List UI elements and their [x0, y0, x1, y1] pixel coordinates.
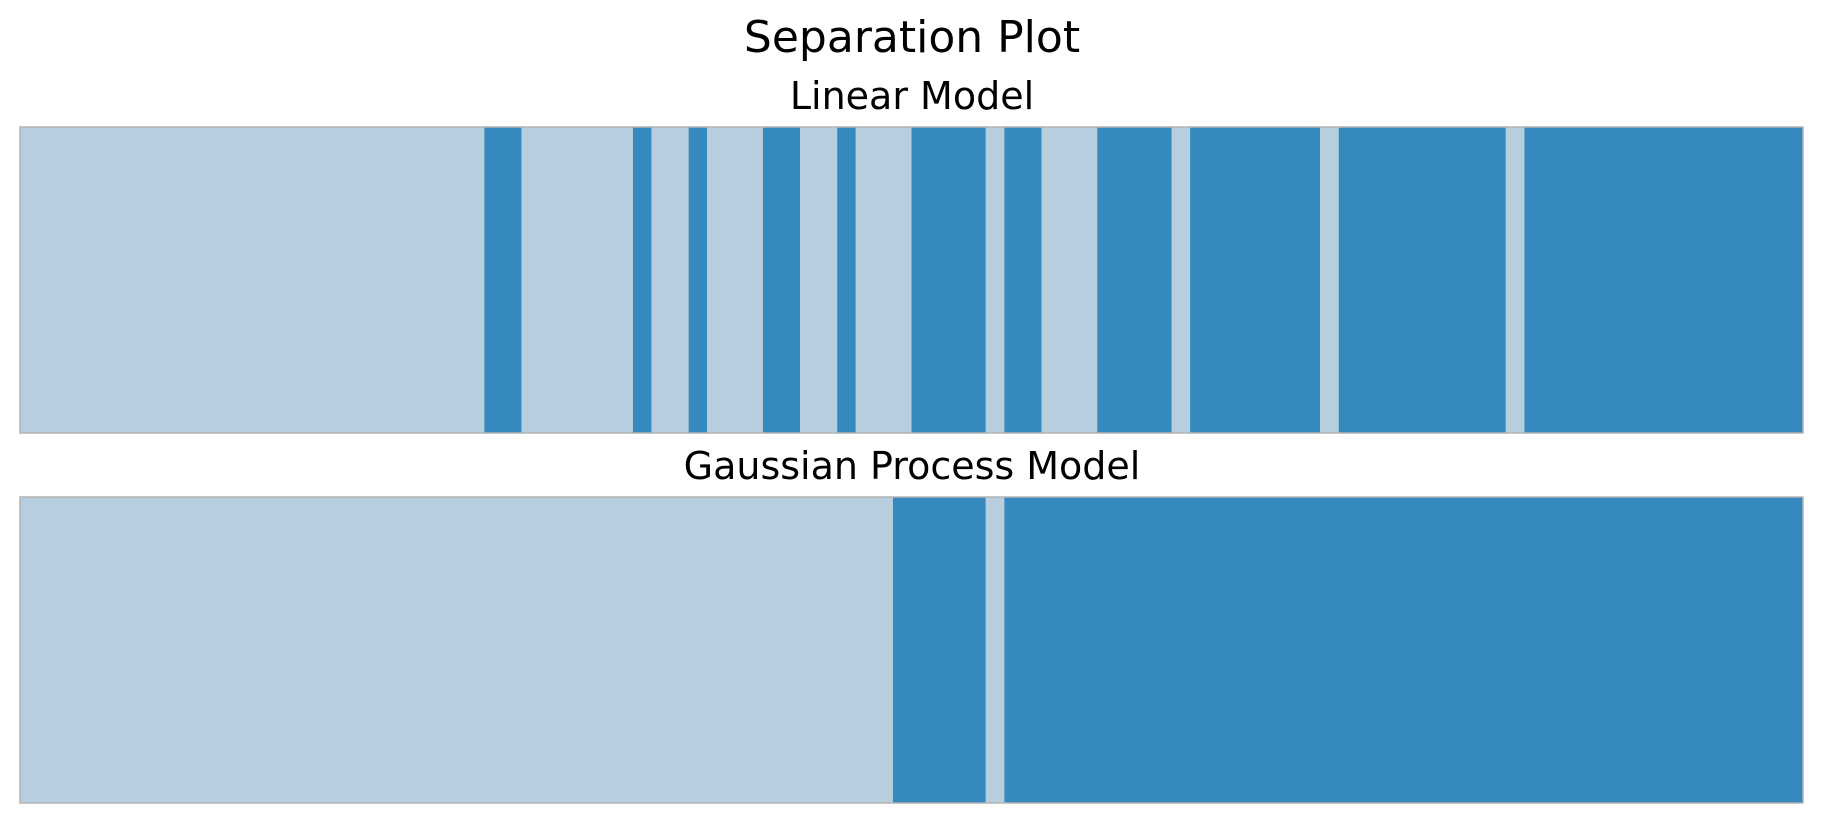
- gaussian-process-panel-title: Gaussian Process Model: [684, 444, 1141, 488]
- panel-frame: [19, 496, 1804, 804]
- linear-model-panel-title: Linear Model: [790, 74, 1034, 118]
- positive-outcome-strip: [1338, 127, 1506, 433]
- negative-outcome-strip: [707, 127, 763, 433]
- positive-outcome-strip: [892, 497, 986, 803]
- negative-outcome-strip: [651, 127, 689, 433]
- negative-outcome-strip: [1171, 127, 1191, 433]
- negative-outcome-strip: [20, 497, 893, 803]
- negative-outcome-strip: [1505, 127, 1525, 433]
- panel-frame: [19, 126, 1804, 434]
- positive-outcome-strip: [837, 127, 856, 433]
- linear-model-panel: [19, 126, 1804, 434]
- positive-outcome-strip: [1190, 127, 1321, 433]
- positive-outcome-strip: [688, 127, 708, 433]
- negative-outcome-strip: [20, 127, 485, 433]
- positive-outcome-strip: [1097, 127, 1172, 433]
- gaussian-process-panel: [19, 496, 1804, 804]
- negative-outcome-strip: [1041, 127, 1098, 433]
- positive-outcome-strip: [1004, 497, 1803, 803]
- positive-outcome-strip: [632, 127, 652, 433]
- positive-outcome-strip: [1004, 127, 1042, 433]
- negative-outcome-strip: [985, 497, 1005, 803]
- negative-outcome-strip: [800, 127, 838, 433]
- positive-outcome-strip: [1524, 127, 1803, 433]
- negative-outcome-strip: [521, 127, 633, 433]
- negative-outcome-strip: [985, 127, 1005, 433]
- positive-outcome-strip: [762, 127, 801, 433]
- positive-outcome-strip: [484, 127, 522, 433]
- chart-title: Separation Plot: [744, 12, 1080, 63]
- positive-outcome-strip: [911, 127, 986, 433]
- negative-outcome-strip: [1320, 127, 1339, 433]
- negative-outcome-strip: [855, 127, 912, 433]
